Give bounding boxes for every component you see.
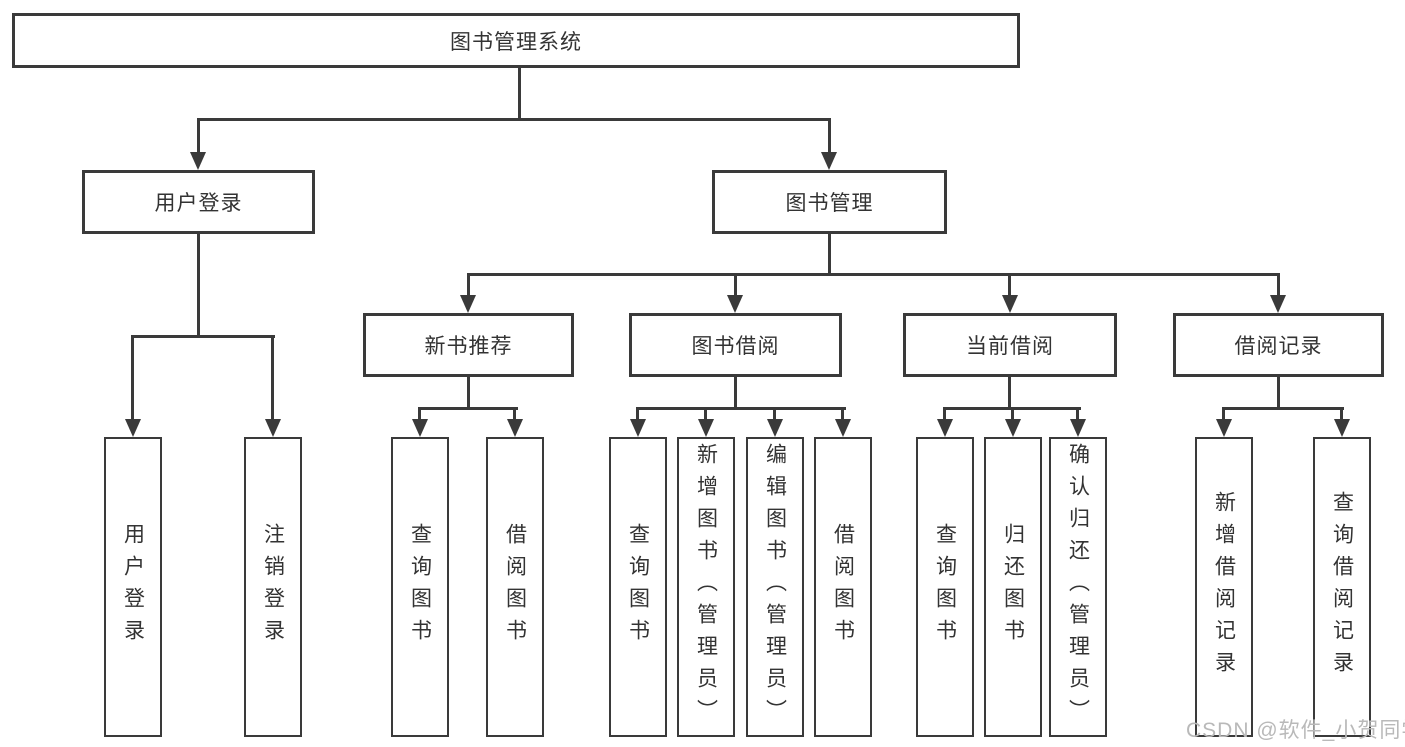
leaf-query-books-current: 查询图书 — [916, 437, 974, 737]
connector-line — [1008, 377, 1011, 410]
leaf-borrow-books-recommend: 借阅图书 — [486, 437, 544, 737]
connector-line — [734, 377, 737, 410]
leaf-label: 借阅图书 — [831, 523, 855, 651]
connector-line — [1277, 377, 1280, 410]
connector-line — [828, 234, 831, 276]
leaf-label: 借阅图书 — [503, 523, 527, 651]
connector-line — [943, 407, 946, 423]
arrow-down-icon — [460, 295, 476, 313]
leaf-return-book: 归还图书 — [984, 437, 1042, 737]
node-label: 借阅记录 — [1234, 335, 1323, 358]
connector-line — [418, 407, 421, 423]
connector-line — [636, 407, 846, 410]
node-label: 用户登录 — [154, 192, 243, 215]
connector-line — [197, 118, 200, 156]
connector-line — [1076, 407, 1079, 423]
connector-line — [1340, 407, 1343, 423]
leaf-logout: 注销登录 — [244, 437, 302, 737]
leaf-add-borrow-record: 新增借阅记录 — [1195, 437, 1253, 737]
connector-line — [513, 407, 516, 423]
connector-line — [1222, 407, 1225, 423]
leaf-label: 归还图书 — [1001, 523, 1025, 651]
connector-line — [1008, 273, 1011, 299]
connector-line — [197, 234, 200, 338]
connector-line — [131, 335, 275, 338]
connector-line — [197, 118, 831, 121]
connector-line — [518, 68, 521, 121]
arrow-down-icon — [727, 295, 743, 313]
arrow-down-icon — [1216, 419, 1232, 437]
leaf-label: 查询图书 — [933, 523, 957, 651]
arrow-down-icon — [698, 419, 714, 437]
arrow-down-icon — [767, 419, 783, 437]
leaf-label: 查询借阅记录 — [1330, 491, 1354, 683]
arrow-down-icon — [1334, 419, 1350, 437]
arrow-down-icon — [1070, 419, 1086, 437]
connector-line — [467, 273, 470, 299]
connector-line — [467, 377, 470, 410]
arrow-down-icon — [1270, 295, 1286, 313]
node-book-management: 图书管理 — [712, 170, 947, 234]
connector-line — [1011, 407, 1014, 423]
node-label: 图书管理 — [785, 192, 874, 215]
leaf-add-book-admin: 新增图书（管理员） — [677, 437, 735, 737]
leaf-label: 编辑图书（管理员） — [763, 443, 787, 731]
connector-line — [1277, 273, 1280, 299]
arrow-down-icon — [125, 419, 141, 437]
arrow-down-icon — [265, 419, 281, 437]
leaf-label: 用户登录 — [121, 523, 145, 651]
node-label: 新书推荐 — [424, 335, 513, 358]
leaf-borrow-books: 借阅图书 — [814, 437, 872, 737]
connector-line — [828, 118, 831, 156]
arrow-down-icon — [412, 419, 428, 437]
connector-line — [773, 407, 776, 423]
leaf-label: 新增图书（管理员） — [694, 443, 718, 731]
leaf-label: 新增借阅记录 — [1212, 491, 1236, 683]
leaf-label: 查询图书 — [626, 523, 650, 651]
connector-line — [734, 273, 737, 299]
leaf-label: 确认归还（管理员） — [1066, 443, 1090, 731]
csdn-watermark: CSDN @软件_小贺同学 — [1186, 719, 1405, 742]
connector-line — [131, 335, 134, 423]
node-label: 图书管理系统 — [450, 30, 582, 54]
node-new-book-recommendation: 新书推荐 — [363, 313, 574, 377]
connector-line — [418, 407, 518, 410]
connector-line — [271, 335, 274, 423]
leaf-query-books-borrow: 查询图书 — [609, 437, 667, 737]
arrow-down-icon — [835, 419, 851, 437]
node-root-system: 图书管理系统 — [12, 13, 1020, 68]
leaf-confirm-return-admin: 确认归还（管理员） — [1049, 437, 1107, 737]
node-borrowing-records: 借阅记录 — [1173, 313, 1384, 377]
connector-line — [841, 407, 844, 423]
arrow-down-icon — [937, 419, 953, 437]
arrow-down-icon — [821, 152, 837, 170]
arrow-down-icon — [630, 419, 646, 437]
leaf-label: 查询图书 — [408, 523, 432, 651]
arrow-down-icon — [1002, 295, 1018, 313]
connector-line — [467, 273, 1280, 276]
leaf-query-borrow-record: 查询借阅记录 — [1313, 437, 1371, 737]
arrow-down-icon — [190, 152, 206, 170]
leaf-query-books-recommend: 查询图书 — [391, 437, 449, 737]
arrow-down-icon — [1005, 419, 1021, 437]
node-book-borrowing: 图书借阅 — [629, 313, 842, 377]
leaf-label: 注销登录 — [261, 523, 285, 651]
connector-line — [636, 407, 639, 423]
node-label: 当前借阅 — [966, 335, 1054, 358]
leaf-edit-book-admin: 编辑图书（管理员） — [746, 437, 804, 737]
node-current-borrowing: 当前借阅 — [903, 313, 1117, 377]
node-user-login: 用户登录 — [82, 170, 315, 234]
connector-line — [704, 407, 707, 423]
connector-line — [1222, 407, 1344, 410]
arrow-down-icon — [507, 419, 523, 437]
leaf-user-login: 用户登录 — [104, 437, 162, 737]
node-label: 图书借阅 — [691, 335, 780, 358]
